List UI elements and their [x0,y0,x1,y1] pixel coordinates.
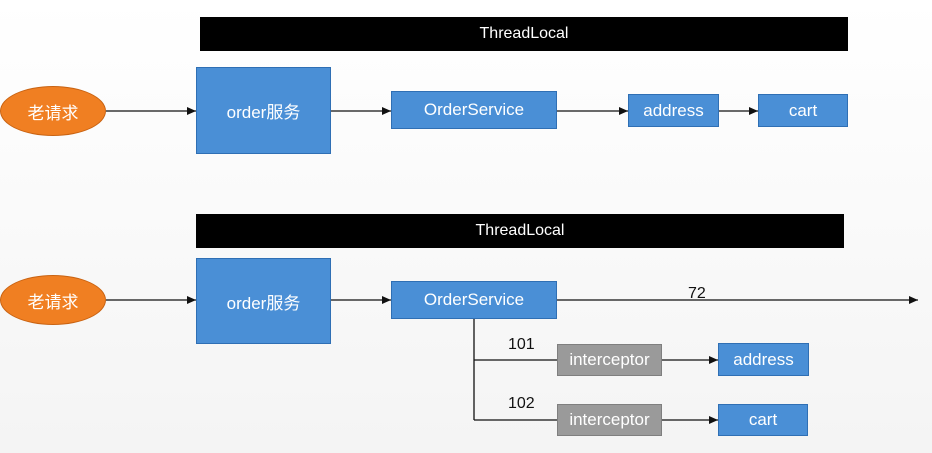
address-node-top: address [628,94,719,127]
cart-node-top: cart [758,94,848,127]
threadlocal-bar-top: ThreadLocal [200,17,848,51]
request-node-bottom: 老请求 [0,275,106,325]
branch2-label: 102 [508,395,535,412]
orderservice-node-top: OrderService [391,91,557,129]
thread-label-main: 72 [688,285,706,302]
order-service-box-bottom: order服务 [196,258,331,344]
cart-node-bottom: cart [718,404,808,436]
orderservice-node-bottom: OrderService [391,281,557,319]
branch1-label: 101 [508,336,535,353]
address-node-bottom: address [718,343,809,376]
interceptor-node-2: interceptor [557,404,662,436]
interceptor-node-1: interceptor [557,344,662,376]
threadlocal-bar-bottom: ThreadLocal [196,214,844,248]
request-node-top: 老请求 [0,86,106,136]
order-service-box-top: order服务 [196,67,331,154]
